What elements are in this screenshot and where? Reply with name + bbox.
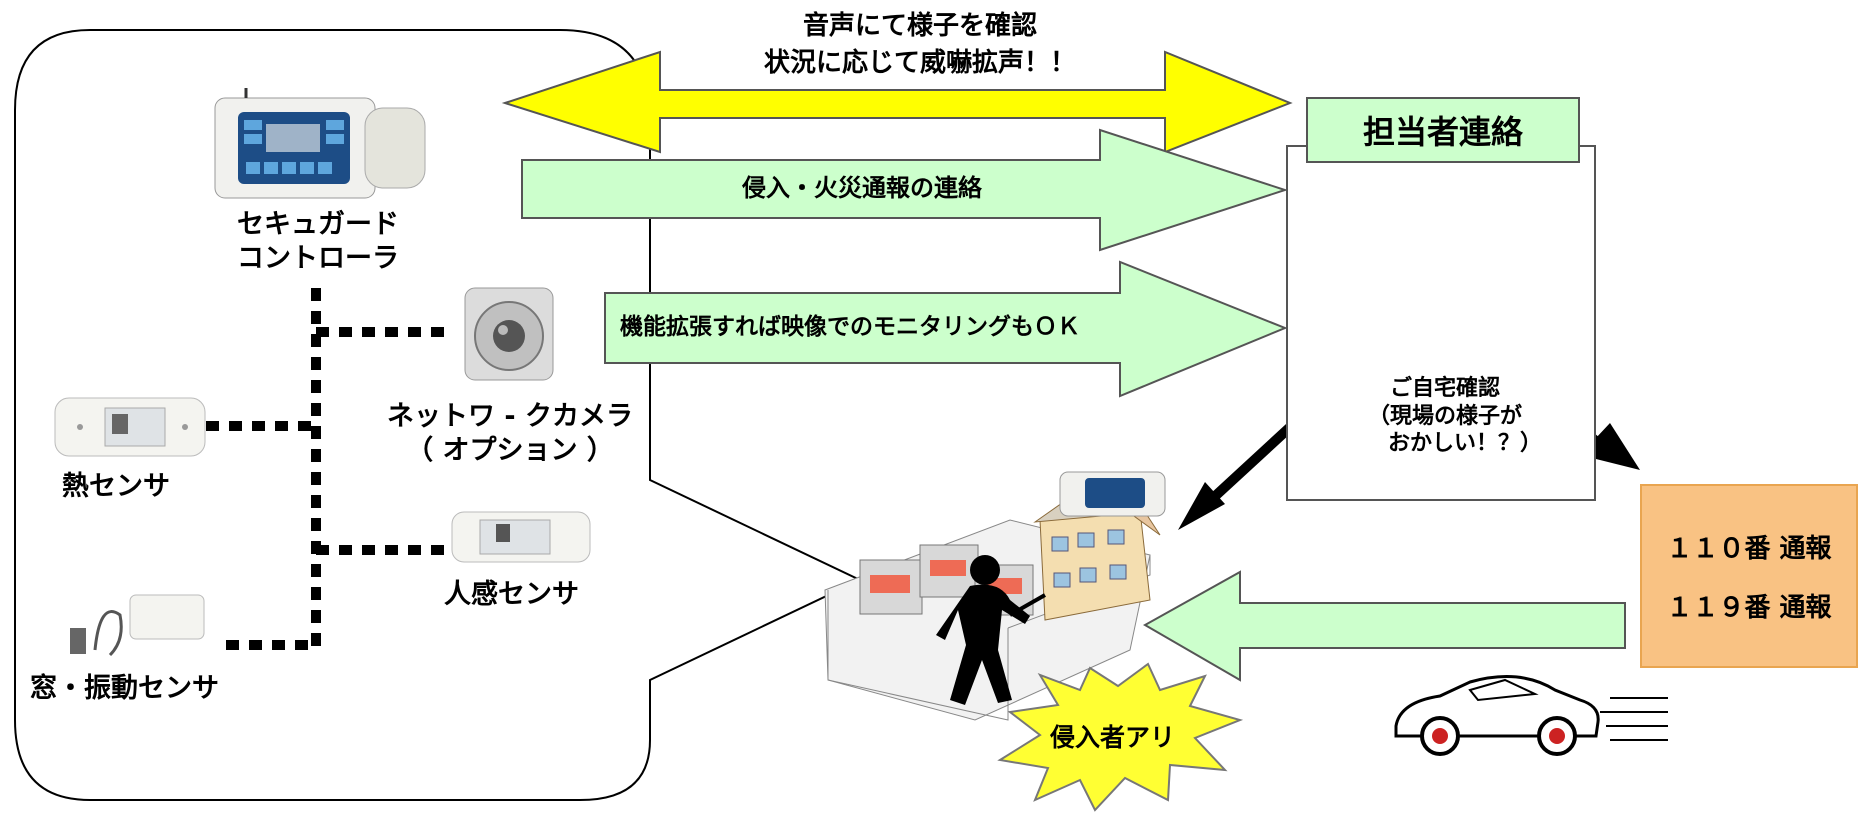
intruder-alert-label: 侵入者アリ [1050, 723, 1176, 752]
dispatch-arrow [1142, 570, 1626, 682]
home-check-line2: （現場の様子が [1367, 403, 1522, 429]
intrusion-notice-arrow [521, 128, 1289, 252]
premises-house-icon [824, 471, 1166, 721]
sensor-wiring [206, 288, 444, 652]
window-sensor-icon [70, 594, 205, 657]
controller-label: セキュガード コントローラ [218, 208, 418, 276]
contact-title: 担当者連絡 [1306, 97, 1580, 163]
network-camera-icon [464, 287, 554, 381]
emergency-call-box: １１０番 通報 １１９番 通報 [1640, 484, 1858, 668]
voice-check-line1: 音声にて様子を確認 [802, 11, 1037, 41]
monitoring-label: 機能拡張すれば映像でのモニタリングもＯＫ [620, 314, 1080, 340]
home-check-line3: おかしい！？） [1387, 431, 1542, 456]
controller-label-line1: セキュガード [237, 209, 399, 240]
network-camera-label-line1: ネットワ - クカメラ [386, 401, 633, 432]
controller-label-line2: コントローラ [237, 242, 399, 274]
voice-check-text: 音声にて様子を確認 状況に応じて威嚇拡声！！ [720, 10, 1120, 79]
intrusion-notice-label: 侵入・火災通報の連絡 [742, 174, 982, 202]
voice-check-arrow [501, 50, 1293, 154]
home-check-line1: ご自宅確認 [1389, 376, 1500, 401]
intruder-alert-burst [997, 662, 1244, 812]
monitoring-arrow [604, 260, 1288, 398]
motion-sensor-label: 人感センサ [444, 579, 579, 610]
controller-device-icon [214, 88, 426, 199]
voice-check-line2: 状況に応じて威嚇拡声！！ [763, 47, 1076, 78]
network-camera-label: ネットワ - クカメラ （ オプション ） [360, 400, 660, 468]
fire-call-label: １１９番 通報 [1666, 593, 1832, 623]
patrol-car-icon [1394, 675, 1668, 756]
home-check-label: ご自宅確認 （現場の様子が おかしい！？） [1330, 375, 1560, 458]
intruder-figure [936, 555, 1046, 705]
heat-sensor-icon [54, 397, 206, 457]
network-camera-label-line2: （ オプション ） [406, 434, 614, 466]
motion-sensor-icon [451, 511, 591, 563]
police-call-label: １１０番 通報 [1666, 534, 1832, 564]
heat-sensor-label: 熱センサ [62, 471, 170, 502]
window-sensor-label: 窓・振動センサ [30, 673, 219, 704]
